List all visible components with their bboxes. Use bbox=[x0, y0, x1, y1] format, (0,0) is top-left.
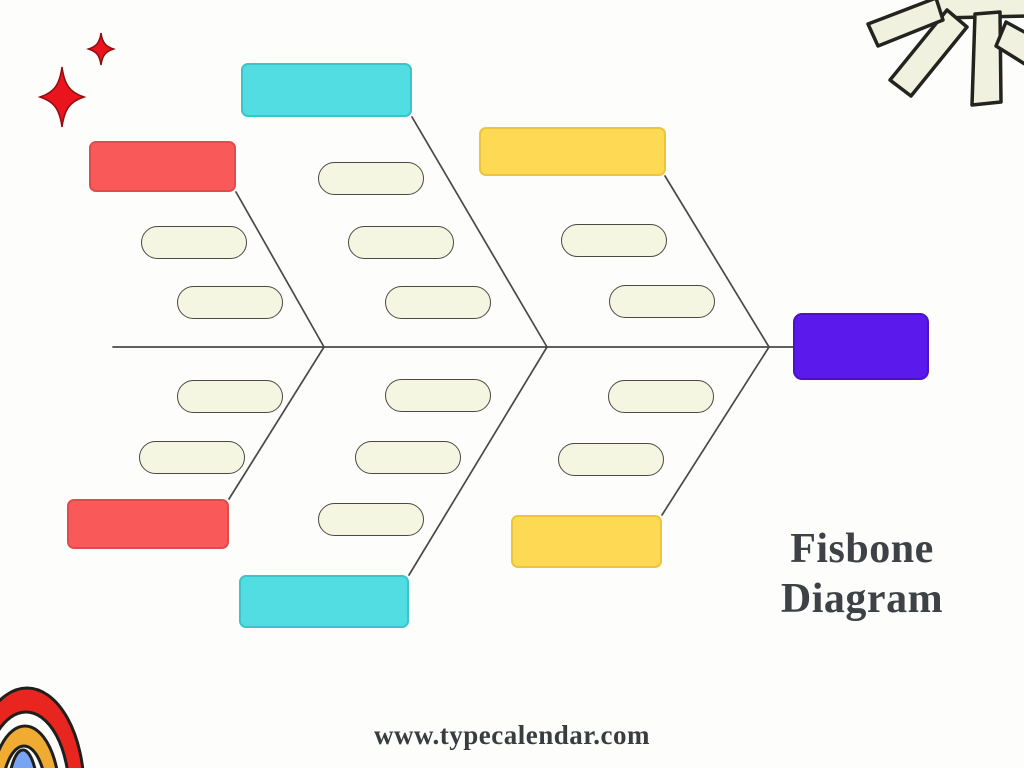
bone-bottom-left bbox=[228, 346, 325, 500]
category-box-bottom-left bbox=[67, 499, 229, 549]
starburst-doodle-icon bbox=[866, 0, 1024, 107]
item-slot bbox=[561, 224, 667, 257]
item-slot bbox=[177, 286, 283, 319]
rainbow-doodle-icon bbox=[0, 686, 85, 768]
item-slot bbox=[385, 379, 491, 412]
category-box-top-middle bbox=[241, 63, 412, 117]
item-slot bbox=[177, 380, 283, 413]
poster-title-line2: Diagram bbox=[780, 576, 944, 622]
bone-bottom-right bbox=[661, 346, 770, 516]
bone-top-middle bbox=[411, 116, 548, 348]
sparkle-large-icon bbox=[37, 66, 87, 128]
item-slot bbox=[609, 285, 715, 318]
starburst-ray-right bbox=[994, 20, 1024, 66]
item-slot bbox=[385, 286, 491, 319]
rainbow-center bbox=[9, 748, 37, 768]
item-slot bbox=[558, 443, 664, 476]
bone-top-left bbox=[235, 191, 325, 348]
starburst-ray-down bbox=[970, 10, 1003, 107]
poster-title: Fisbone Diagram bbox=[760, 524, 964, 624]
category-box-bottom-middle bbox=[239, 575, 409, 628]
starburst-ray-left bbox=[866, 0, 945, 48]
item-slot bbox=[139, 441, 245, 474]
website-url: www.typecalendar.com bbox=[374, 720, 650, 750]
sparkle-small-icon bbox=[86, 32, 116, 66]
bone-bottom-middle bbox=[408, 346, 548, 576]
item-slot bbox=[141, 226, 247, 259]
item-slot bbox=[355, 441, 461, 474]
bone-top-right bbox=[664, 175, 770, 348]
item-slot bbox=[318, 503, 424, 536]
effect-head-box bbox=[793, 313, 929, 380]
category-box-bottom-right bbox=[511, 515, 662, 568]
spine-and-bones bbox=[112, 116, 794, 576]
item-slot bbox=[348, 226, 454, 259]
item-slot bbox=[318, 162, 424, 195]
poster-title-line1: Fisbone bbox=[790, 526, 934, 572]
category-box-top-left bbox=[89, 141, 236, 192]
category-box-top-right bbox=[479, 127, 666, 176]
starburst-ray-down-left bbox=[888, 8, 969, 98]
sparkles-decoration bbox=[37, 32, 116, 128]
item-slot bbox=[608, 380, 714, 413]
